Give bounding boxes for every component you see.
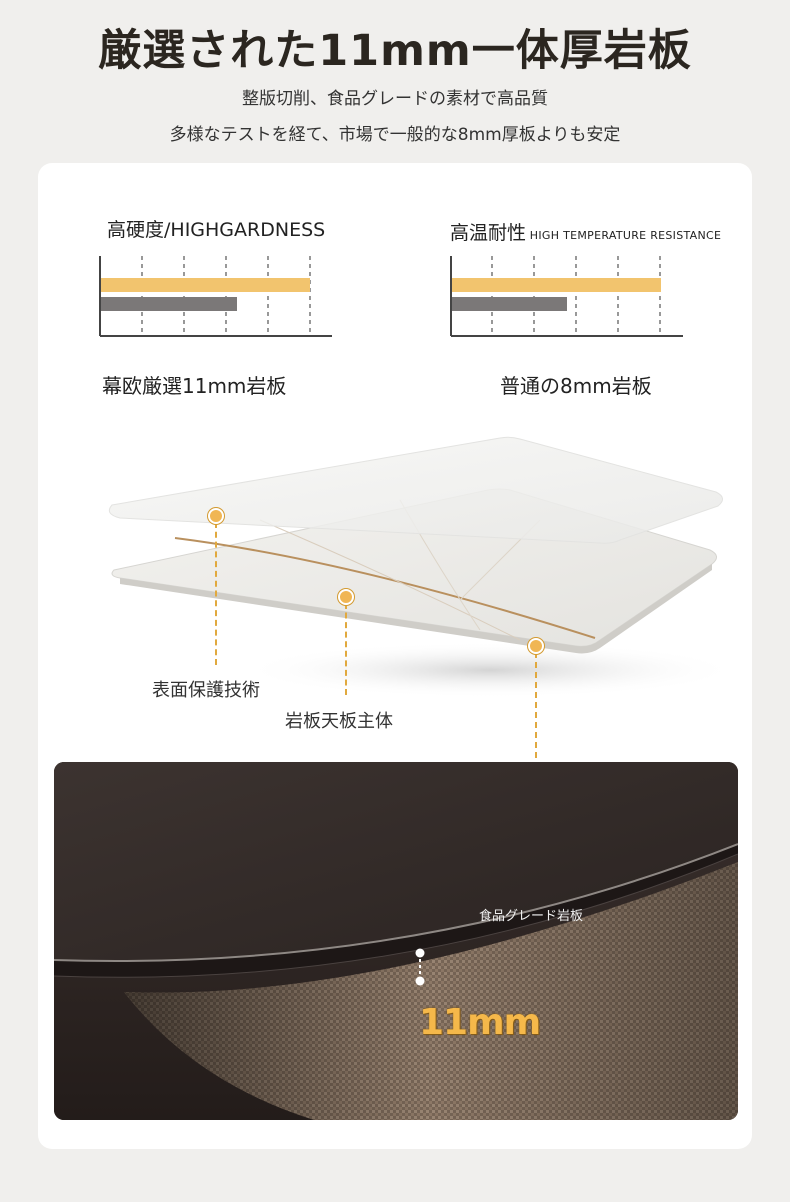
food-grade-slab-label: 食品グレード岩板 xyxy=(479,909,584,924)
thickness-callout-dot xyxy=(528,638,544,654)
hardness-bar-premium xyxy=(100,278,310,292)
subtitle-2: 多様なテストを経て、市場で一般的な8mm厚板よりも安定 xyxy=(169,125,621,145)
slab-shadow xyxy=(240,642,740,698)
hardness-chart-title: 高硬度/HIGHGARDNESS xyxy=(107,219,326,241)
tabletop-edge-closeup xyxy=(54,762,738,1120)
tabletop-surface xyxy=(54,762,738,962)
heat-bar-standard xyxy=(451,297,567,311)
protective-layer xyxy=(108,436,723,544)
slab-layers-illustration xyxy=(108,436,740,698)
slab-body-label: 岩板天板主体 xyxy=(285,711,393,732)
surface-protection-label: 表面保護技術 xyxy=(152,680,260,701)
heat-title-jp: 高温耐性 xyxy=(450,222,527,244)
hardness-gridlines xyxy=(141,256,311,336)
product-photo: 食品グレード岩板 11mm xyxy=(54,762,738,1120)
heat-bar-premium xyxy=(451,278,661,292)
heat-chart-title: 高温耐性 HIGH TEMPERATURE RESISTANCE xyxy=(450,218,721,245)
page-title: 厳選された11mm一体厚岩板 xyxy=(98,26,692,76)
body-callout-line xyxy=(345,603,347,695)
subtitle-1: 整版切削、食品グレードの素材で高品質 xyxy=(242,89,548,109)
heat-gridlines xyxy=(491,256,661,336)
heat-title-en: HIGH TEMPERATURE RESISTANCE xyxy=(526,229,722,242)
thickness-label: 11mm xyxy=(419,1002,541,1043)
heat-chart xyxy=(450,256,683,337)
surface-callout-dot xyxy=(208,508,224,524)
hardness-chart xyxy=(99,256,332,337)
tabletop-edge xyxy=(54,844,738,978)
surface-callout-line xyxy=(215,522,217,665)
legend-standard: 普通の8mm岩板 xyxy=(500,374,652,398)
legend-premium: 幕欧厳選11mm岩板 xyxy=(102,374,287,398)
body-callout-dot xyxy=(338,589,354,605)
hardness-bar-standard xyxy=(100,297,237,311)
